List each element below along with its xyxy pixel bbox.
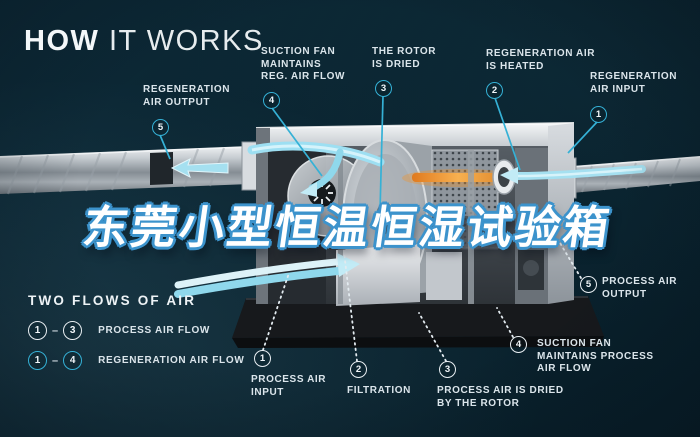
badge-regeneration-1: 1 bbox=[590, 106, 607, 123]
regeneration-input-arrow bbox=[500, 165, 646, 184]
legend-row-regeneration: 1 – 4 REGENERATION AIR FLOW bbox=[28, 351, 245, 370]
inner-cabinet bbox=[426, 252, 462, 300]
badge-process-2: 2 bbox=[350, 361, 367, 378]
page-title: HOW IT WORKS bbox=[24, 25, 264, 58]
badge-process-4: 4 bbox=[510, 336, 527, 353]
legend-label-regeneration: REGENERATION AIR FLOW bbox=[98, 355, 245, 366]
watermark-text: 东莞小型恒温恒湿试验箱 bbox=[79, 201, 616, 254]
label-filtration: FILTRATION bbox=[347, 385, 411, 396]
legend-dash: – bbox=[52, 324, 59, 337]
legend-badge-to: 3 bbox=[63, 321, 83, 340]
rotor-to-fan-arrow bbox=[247, 141, 385, 197]
legend-badge-from: 1 bbox=[28, 351, 47, 370]
rotor-matrix bbox=[431, 149, 499, 250]
machine-left-wall bbox=[256, 128, 270, 304]
process-leader-lines bbox=[262, 242, 582, 362]
badge-process-3: 3 bbox=[439, 361, 456, 378]
legend-badge-to: 4 bbox=[63, 351, 83, 370]
badge-process-1: 1 bbox=[254, 350, 271, 367]
regeneration-output-arrow bbox=[170, 158, 229, 178]
legend-dash: – bbox=[52, 354, 59, 367]
machine-right-panel bbox=[548, 123, 574, 304]
legend-row-process: 1 – 3 PROCESS AIR FLOW bbox=[28, 321, 245, 340]
badge-regeneration-2: 2 bbox=[486, 82, 503, 99]
legend-badge-from: 1 bbox=[28, 321, 47, 340]
badge-regeneration-4: 4 bbox=[263, 92, 280, 109]
process-input-arrow bbox=[174, 253, 360, 298]
badge-regeneration-5: 5 bbox=[152, 119, 169, 136]
title-light: IT WORKS bbox=[108, 25, 264, 57]
legend-two-flows: TWO FLOWS OF AIR 1 – 3 PROCESS AIR FLOW … bbox=[28, 293, 245, 381]
legend-label-process: PROCESS AIR FLOW bbox=[98, 325, 211, 336]
heater bbox=[402, 169, 518, 187]
badge-process-5: 5 bbox=[580, 276, 597, 293]
filter-box bbox=[336, 244, 420, 306]
legend-title: TWO FLOWS OF AIR bbox=[28, 293, 197, 308]
regeneration-output-duct bbox=[0, 141, 258, 195]
regeneration-leader-lines bbox=[159, 95, 598, 213]
badge-regeneration-3: 3 bbox=[375, 80, 392, 97]
airflow-arrows bbox=[170, 141, 646, 298]
leader-lines bbox=[159, 95, 598, 362]
duct-output-opening bbox=[150, 152, 173, 185]
title-strong: HOW bbox=[24, 25, 100, 57]
